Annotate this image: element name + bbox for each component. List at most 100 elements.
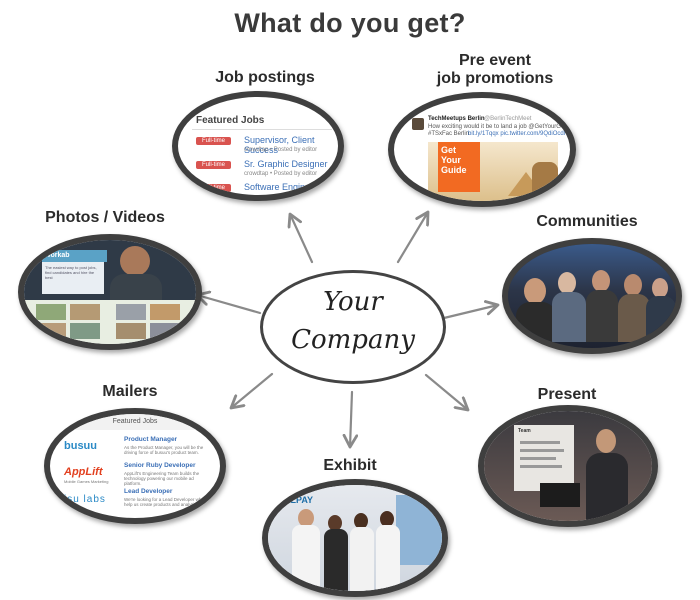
bubble-job-postings: Featured Jobs Full-time Supervisor, Clie…: [172, 91, 344, 201]
screen-line: [520, 457, 556, 460]
label-photos-videos: Photos / Videos: [45, 209, 165, 226]
badge-full-time: Full-time: [196, 184, 232, 192]
page-title: What do you get?: [234, 8, 466, 38]
center-your-company: Your Company: [260, 270, 446, 384]
person-head: [328, 515, 342, 531]
job-title[interactable]: Supervisor, Client Success: [244, 135, 315, 155]
label-communities: Communities: [536, 213, 638, 230]
screen-tagline: The easiest way to post jobs, find candi…: [45, 265, 97, 280]
screen-line: [520, 449, 564, 452]
person-head: [380, 511, 394, 527]
mailer-header: Featured Jobs: [50, 414, 220, 430]
speaker-head: [120, 246, 150, 276]
arrow-to-photos: [197, 295, 262, 315]
exhibit-photo: BILLPAY: [268, 485, 442, 591]
photo-thumb[interactable]: [150, 304, 180, 320]
person-body: [350, 527, 374, 591]
mailer-job-title[interactable]: Lead Developer: [124, 488, 173, 495]
billpay-banner: BILLPAY: [276, 495, 314, 505]
arrow-to-job-postings: [290, 214, 314, 264]
tweet-avatar: [412, 118, 424, 130]
audience-head: [592, 270, 610, 292]
badge-full-time: Full-time: [196, 161, 232, 169]
audience-body: [586, 290, 618, 342]
bubble-pre-event: TechMeetups Berlin @BerlinTechMeet How e…: [388, 92, 576, 207]
isu-labs-logo: isu labs: [64, 494, 106, 505]
arrow-to-communities: [442, 305, 498, 320]
bubble-present: Team: [478, 405, 658, 527]
promo-line-2: Your: [441, 155, 461, 165]
bubble-communities: [502, 238, 682, 354]
mailer-job-title[interactable]: Product Manager: [124, 436, 178, 443]
tweet-handle: @BerlinTechMeet: [484, 116, 532, 122]
screen-line: [520, 441, 560, 444]
applift-logo: AppLift: [64, 466, 103, 478]
center-line-company: Company: [291, 325, 415, 355]
mailer-job-title[interactable]: Senior Ruby Developer: [124, 462, 196, 469]
job-title[interactable]: Software Engineer: [244, 182, 319, 192]
tweet-text-2: #TSxFac Berlin: [428, 131, 470, 137]
label-exhibit: Exhibit: [323, 457, 377, 474]
person-body: [376, 525, 400, 591]
mailer-job-desc: As the Product Manager, you will be the …: [124, 445, 204, 455]
center-line-your: Your: [323, 287, 383, 317]
screen-brand: workab: [42, 250, 107, 262]
photo-thumb[interactable]: [36, 304, 66, 320]
sphinx-shape: [532, 162, 558, 196]
arrow-to-mailers: [231, 372, 274, 408]
present-photo: Team: [484, 411, 652, 521]
presentation-screen: workab The easiest way to post jobs, fin…: [42, 250, 107, 294]
screen-heading: Team: [518, 428, 531, 434]
tweet-link[interactable]: bit.ly/1Tqqx pic.twitter.com/9QdiOcdhB: [468, 131, 572, 137]
label-mailers: Mailers: [102, 383, 158, 400]
arrow-to-pre-event: [396, 212, 428, 264]
person-head: [298, 509, 314, 527]
badge-full-time: Full-time: [196, 137, 232, 145]
get-your-guide-logo: Get Your Guide: [438, 142, 480, 192]
laptop: [540, 483, 580, 507]
label-present: Present: [537, 386, 597, 403]
photo-thumb[interactable]: [70, 304, 100, 320]
photo-thumb[interactable]: [116, 323, 146, 339]
mailer-job-desc: AppLift's Engineering Team builds the te…: [124, 471, 200, 486]
photo-thumb[interactable]: [150, 323, 180, 339]
busuu-logo: busuu: [64, 440, 97, 452]
audience-head: [524, 278, 546, 304]
divider: [192, 129, 332, 130]
photo-grid: [24, 300, 196, 344]
mailer-job-desc: We're looking for a Lead Developer who w…: [124, 497, 212, 507]
photo-thumb[interactable]: [116, 304, 146, 320]
bubble-photos-videos: workab The easiest way to post jobs, fin…: [18, 234, 202, 350]
speaker-body: [110, 274, 162, 300]
photo-thumb[interactable]: [36, 323, 66, 339]
presenter-head: [596, 429, 616, 453]
audience-body: [552, 292, 586, 342]
screen-line: [520, 465, 562, 468]
featured-jobs-title: Featured Jobs: [196, 115, 265, 126]
person-body: [292, 525, 320, 591]
audience-photo: [508, 244, 676, 348]
photo-thumb[interactable]: [70, 323, 100, 339]
audience-body: [516, 302, 556, 342]
presenter-body: [586, 453, 628, 521]
promo-line-3: Guide: [441, 165, 467, 175]
arrow-to-present: [424, 373, 468, 410]
person-body: [324, 529, 348, 591]
applift-subtitle: Mobile Games Marketing: [64, 479, 109, 484]
job-meta: crowdtap • Posted by editor: [244, 147, 318, 153]
arrow-to-exhibit: [350, 390, 352, 447]
label-pre-event-line1: Pre event: [458, 52, 532, 69]
person-head: [354, 513, 368, 529]
audience-body: [646, 296, 676, 342]
tweet-name: TechMeetups Berlin: [428, 116, 485, 122]
job-title[interactable]: Sr. Graphic Designer: [244, 159, 328, 169]
promo-line-1: Get: [441, 145, 457, 155]
audience-head: [558, 272, 576, 294]
tweet-text: How exciting would it be to land a job @…: [428, 124, 573, 130]
audience-head: [624, 274, 642, 296]
audience-head: [652, 278, 668, 298]
label-pre-event-line2: job promotions: [436, 70, 554, 87]
booth-panel: [396, 495, 442, 565]
label-pre-event: Pre event job promotions: [400, 52, 590, 88]
